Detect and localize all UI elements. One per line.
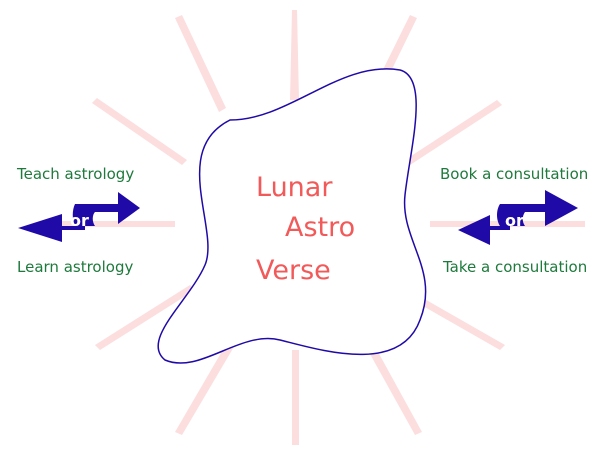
learn-astrology-link[interactable]: Learn astrology xyxy=(17,258,134,276)
right-double-arrow-icon: or xyxy=(458,190,578,245)
brand-line-2: Astro xyxy=(285,212,356,243)
ray-lower-left xyxy=(95,285,195,350)
brand-line-3: Verse xyxy=(256,255,331,286)
ray-top xyxy=(290,10,299,100)
ray-top-left xyxy=(175,15,226,112)
ray-bottom-left xyxy=(175,341,235,435)
book-consultation-link[interactable]: Book a consultation xyxy=(440,165,589,183)
central-blob-outline xyxy=(157,68,427,364)
ray-bottom-right xyxy=(365,341,422,435)
rays xyxy=(40,10,585,445)
left-or-text: or xyxy=(70,211,89,230)
teach-astrology-link[interactable]: Teach astrology xyxy=(17,165,135,183)
left-double-arrow-icon: or xyxy=(18,192,140,242)
ray-upper-right xyxy=(405,100,502,165)
ray-upper-left xyxy=(92,98,187,165)
brand-line-1: Lunar xyxy=(256,172,333,203)
take-consultation-link[interactable]: Take a consultation xyxy=(443,258,588,276)
ray-bottom xyxy=(292,350,299,445)
right-or-text: or xyxy=(505,211,524,230)
